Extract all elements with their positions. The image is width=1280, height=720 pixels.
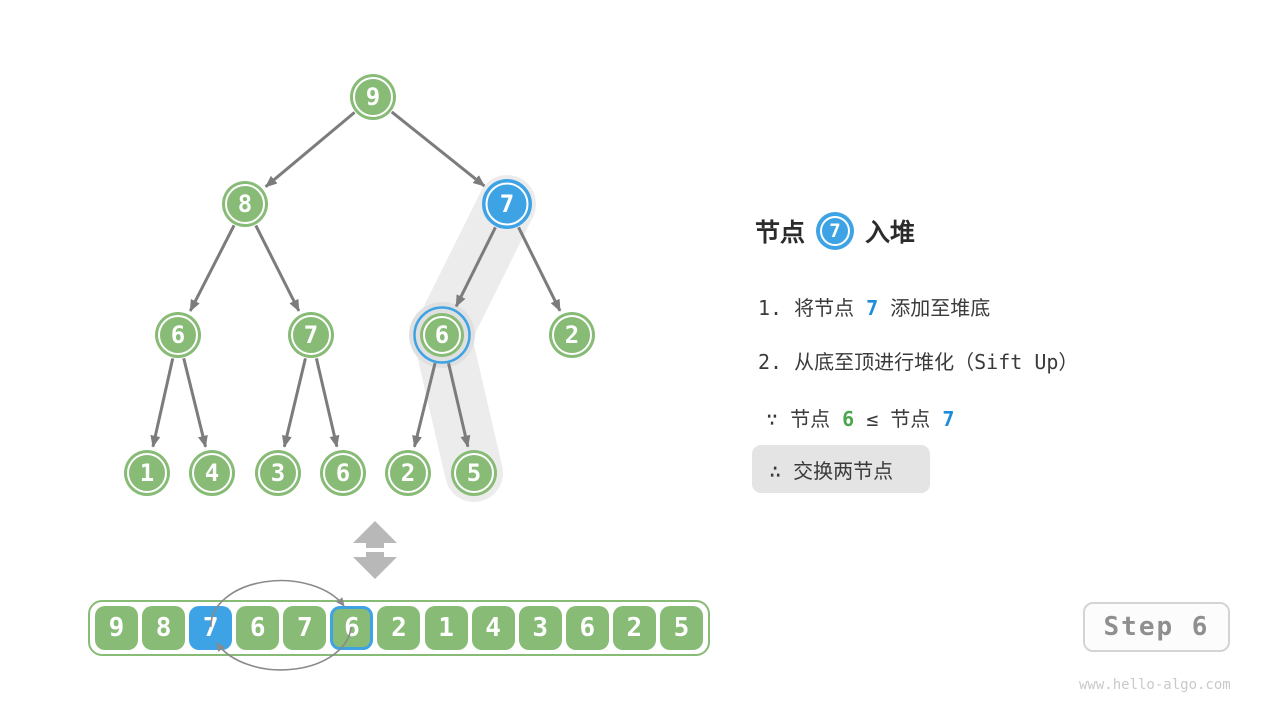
tree-node-value: 2 (401, 459, 415, 487)
because-line: ∵ 节点 6 ≤ 节点 7 (766, 403, 954, 432)
tree-edge (182, 357, 208, 448)
tree-node-1: 1 (124, 450, 170, 496)
array-cell-6: 2 (377, 606, 421, 650)
value-blue: 7 (866, 296, 879, 320)
array-cell-9: 3 (518, 606, 562, 650)
tree-edge (517, 226, 562, 312)
tree-node-value: 3 (271, 459, 285, 487)
text-segment: ∴ 交换两节点 (769, 458, 894, 483)
tree-node-7: 7 (288, 312, 334, 358)
text-segment: 1. 将节点 (758, 296, 867, 320)
text-segment: 2. 从底至顶进行堆化（Sift Up） (758, 350, 1079, 374)
tree-node-6: 6 (413, 306, 471, 364)
tree-node-6: 6 (155, 312, 201, 358)
panel-title-prefix: 节点 (755, 218, 806, 247)
tree-node-value: 4 (205, 459, 219, 487)
tree-edge (254, 224, 301, 312)
tree-nodes: 9 8 7 6 7 6 2 1 4 3 6 2 5 (124, 74, 595, 496)
tree-node-value: 7 (304, 321, 318, 349)
value-green: 6 (842, 407, 855, 431)
tree-edge (390, 110, 486, 188)
tree-node-value: 2 (565, 321, 579, 349)
tree-array-swap-arrow-icon (353, 521, 397, 579)
tree-edge (314, 358, 340, 448)
value-blue: 7 (942, 407, 955, 431)
tree-edge (188, 224, 236, 312)
tree-edge (454, 226, 497, 308)
tree-node-8: 8 (222, 181, 268, 227)
therefore-box: ∴ 交换两节点 (752, 445, 930, 493)
tree-node-value: 1 (140, 459, 154, 487)
watermark-url: www.hello-algo.com (1079, 677, 1231, 693)
tree-node-3: 3 (255, 450, 301, 496)
panel-title: 节点 7 入堆 (755, 212, 915, 250)
text-segment: 添加至堆底 (878, 296, 991, 320)
array-cell-12: 5 (659, 606, 703, 650)
tree-node-value: 7 (500, 190, 514, 218)
tree-node-9: 9 (350, 74, 396, 120)
tree-node-4: 4 (189, 450, 235, 496)
tree-edges (150, 110, 562, 448)
array-cell-5: 6 (330, 606, 374, 650)
tree-edge (150, 358, 175, 448)
text-segment: ∵ 节点 (766, 407, 843, 431)
tree-node-value: 5 (467, 459, 481, 487)
tree-node-2: 2 (385, 450, 431, 496)
array-cell-7: 1 (424, 606, 468, 650)
tree-node-value: 6 (171, 321, 185, 349)
tree-node-value: 8 (238, 190, 252, 218)
array-cell-4: 7 (283, 606, 327, 650)
tree-edge (264, 111, 356, 188)
array-cell-8: 4 (471, 606, 515, 650)
tree-node-value: 6 (435, 321, 449, 349)
array-cell-0: 9 (95, 606, 138, 650)
tree-edge (281, 357, 307, 448)
sift-up-path-band (409, 175, 536, 502)
sift-up-band-joint (409, 302, 475, 368)
inserted-node-badge: 7 (816, 212, 855, 250)
tree-edge (412, 362, 437, 448)
step-line-2: 2. 从底至顶进行堆化（Sift Up） (758, 346, 1078, 375)
tree-node-value: 6 (336, 459, 350, 487)
tree-node-6: 6 (320, 450, 366, 496)
array-cell-2: 7 (189, 606, 233, 650)
step-line-1: 1. 将节点 7 添加至堆底 (758, 292, 990, 321)
array-cell-10: 6 (565, 606, 609, 650)
panel-title-suffix: 入堆 (865, 218, 916, 247)
tree-node-2: 2 (549, 312, 595, 358)
tree-node-5: 5 (451, 450, 497, 496)
array-cell-1: 8 (142, 606, 186, 650)
sift-up-band (413, 175, 536, 502)
tree-node-value: 9 (366, 83, 380, 111)
array-cell-11: 2 (612, 606, 656, 650)
array-cell-3: 6 (236, 606, 280, 650)
text-segment: ≤ 节点 (854, 407, 943, 431)
step-badge: Step 6 (1083, 602, 1230, 652)
tree-node-7: 7 (482, 179, 532, 229)
inserted-node-badge-value: 7 (820, 216, 851, 246)
tree-edge (447, 362, 471, 448)
